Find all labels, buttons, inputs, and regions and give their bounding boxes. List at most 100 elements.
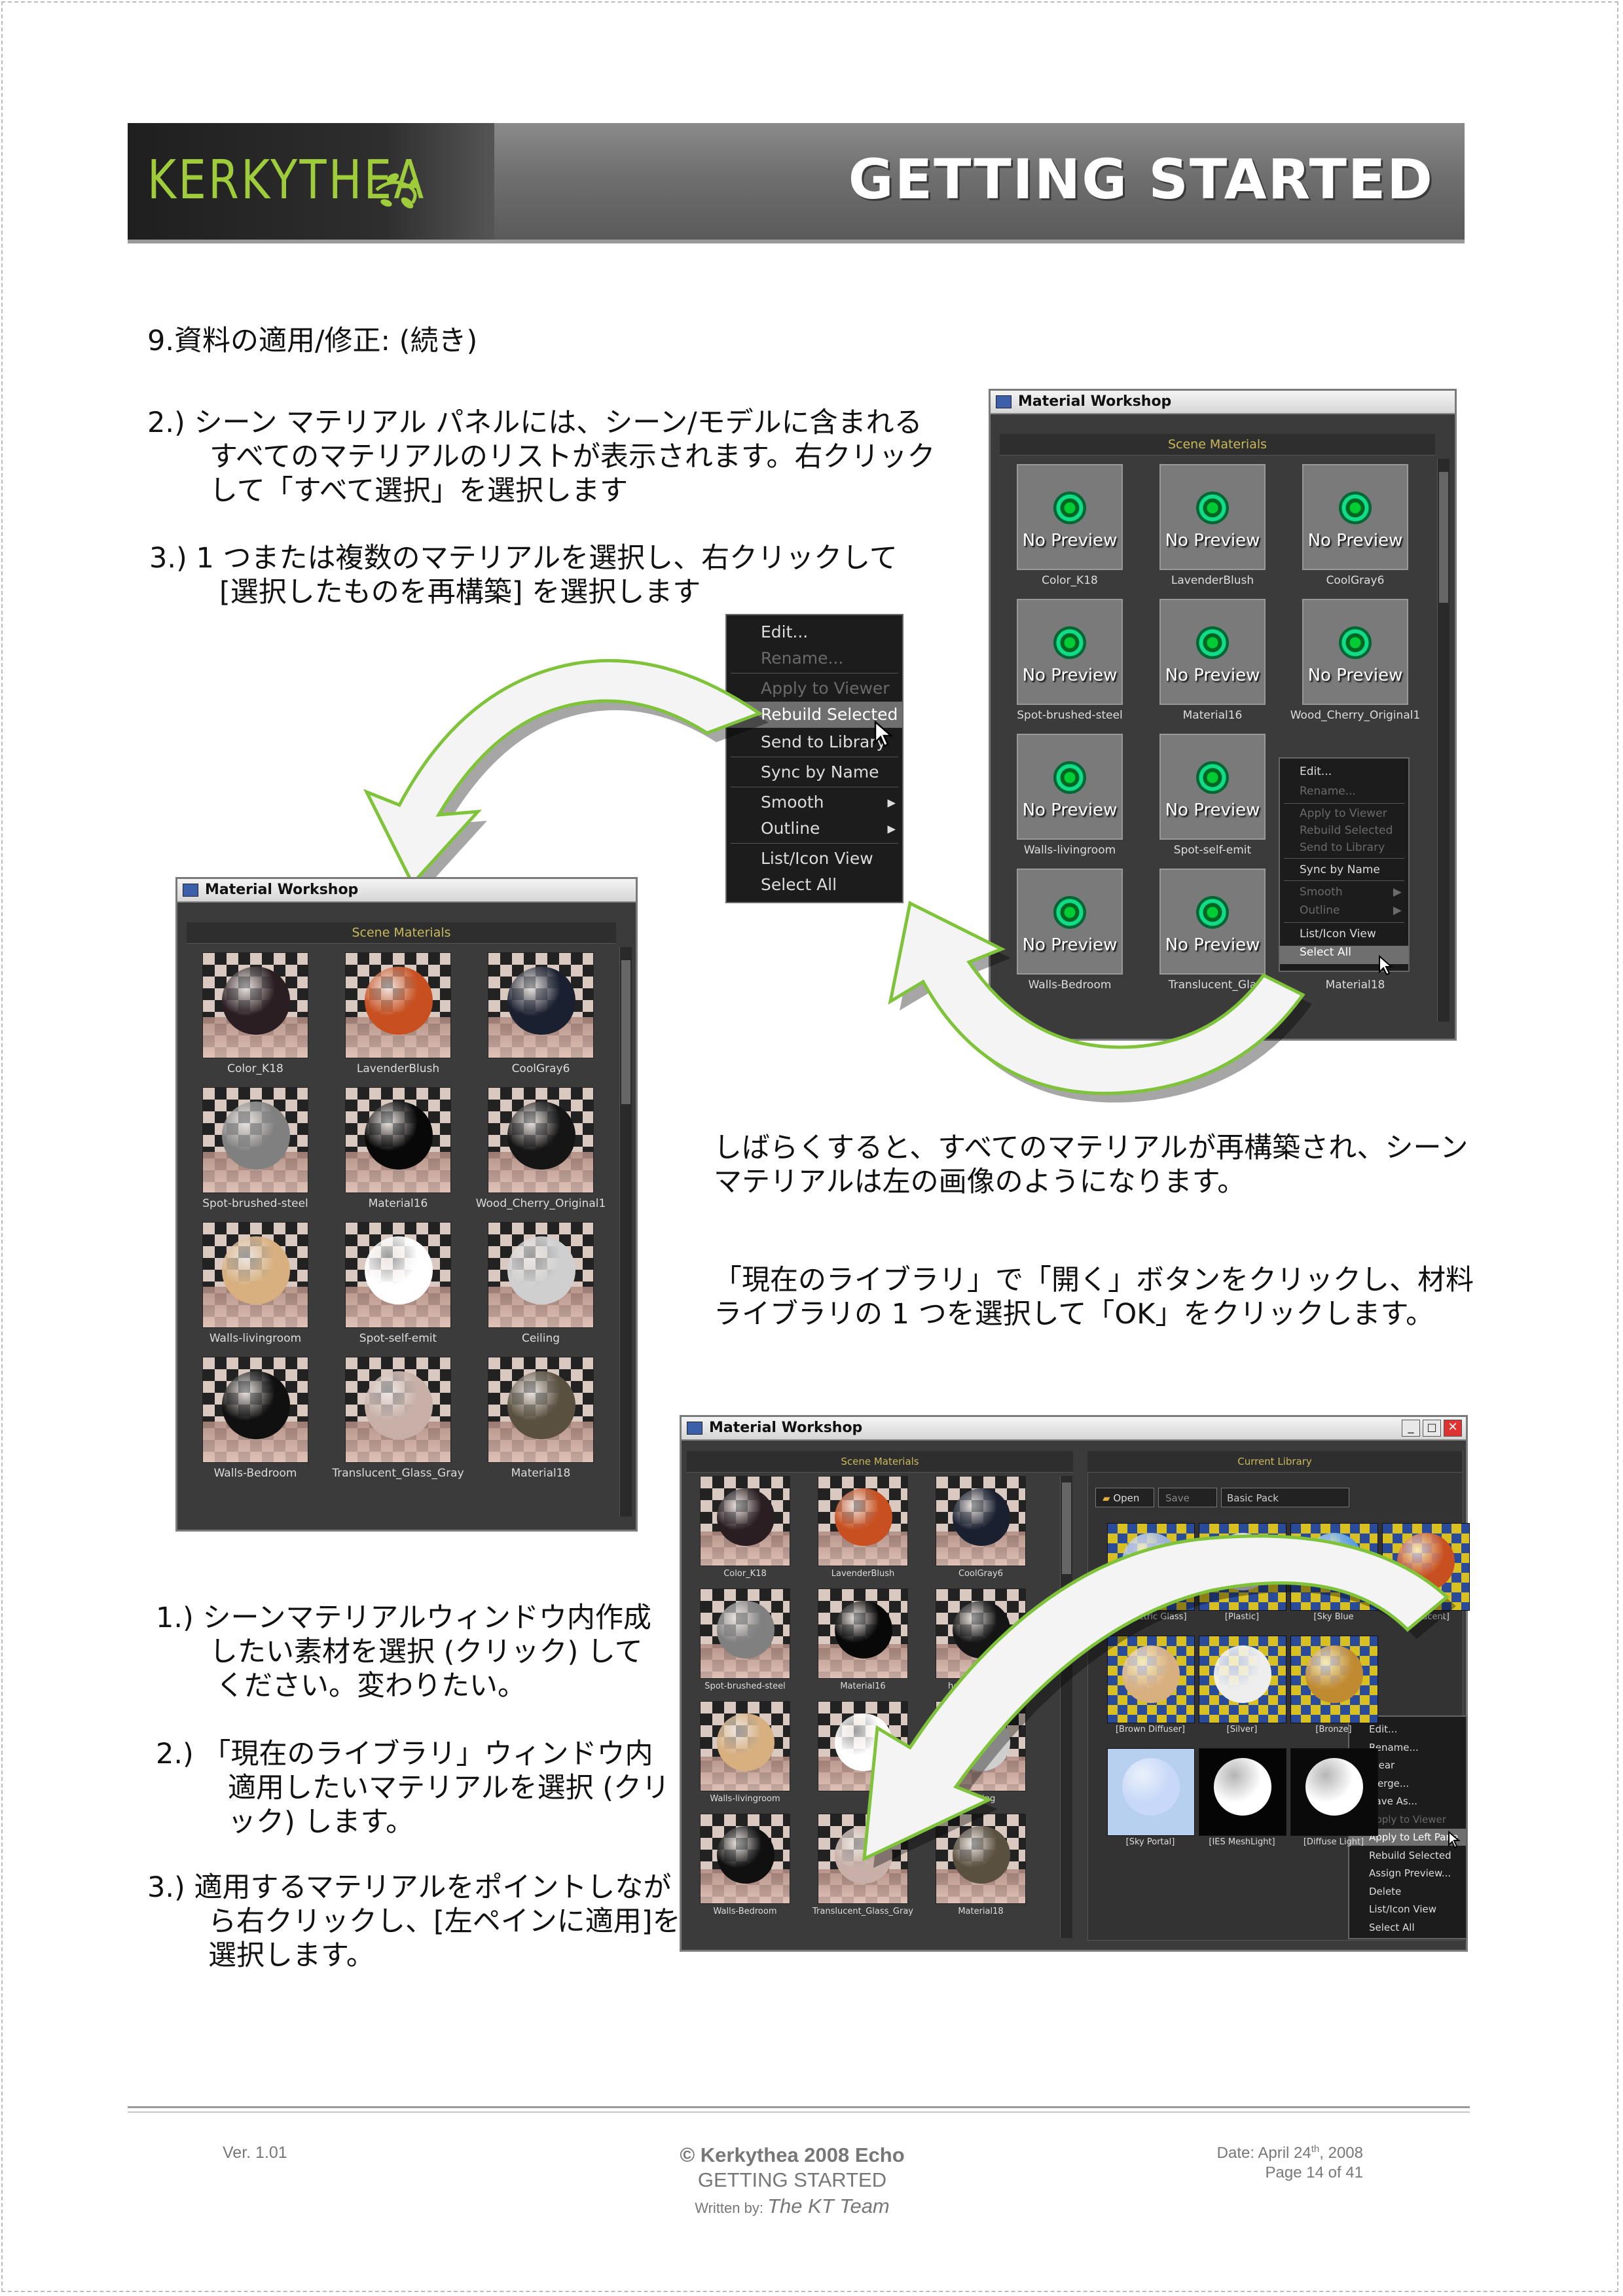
curved-arrow-bottom [888,901,1312,1103]
menu-item-assign-preview[interactable]: Assign Preview... [1369,1867,1451,1879]
scrollbar[interactable] [1437,459,1450,1022]
step2-top-line2: すべてのマテリアルのリストが表示されます。右クリック [210,440,936,473]
material-thumb[interactable] [345,1222,451,1328]
window-title-bar: Material Workshop [177,879,636,903]
material-sphere [1305,1645,1363,1703]
material-label: Spot-self-emit [359,1332,437,1345]
menu-item-send-library[interactable]: Send to Library [761,732,886,751]
menu-item-outline[interactable]: Outline▶ [1300,904,1402,917]
open-button[interactable]: ▰ Open [1095,1488,1154,1507]
material-thumb[interactable] [936,1476,1026,1566]
menu-item-apply-viewer[interactable]: Apply to Viewer [1300,807,1387,820]
library-name-field[interactable]: Basic Pack [1221,1488,1349,1507]
menu-item-rename[interactable]: Rename... [761,649,844,668]
minimize-button[interactable]: _ [1402,1420,1420,1437]
menu-item-send-library[interactable]: Send to Library [1300,841,1385,854]
material-thumb[interactable] [700,1588,790,1679]
material-thumb[interactable]: No Preview [1159,869,1266,975]
menu-item-rebuild-selected[interactable]: Rebuild Selected [1369,1849,1451,1861]
mouse-cursor-icon [1448,1831,1461,1849]
material-thumb[interactable]: No Preview [1017,464,1123,570]
library-material-thumb[interactable] [1290,1748,1378,1836]
scrollbar[interactable] [619,947,632,1516]
menu-item-edit[interactable]: Edit... [1369,1723,1398,1735]
material-label: Walls-livingroom [209,1332,302,1345]
save-button[interactable]: Save [1158,1488,1217,1507]
material-thumb[interactable] [936,1814,1026,1904]
menu-item-edit[interactable]: Edit... [1300,765,1332,778]
library-material-label: [Plastic] [1224,1612,1260,1622]
material-thumb[interactable]: No Preview [1017,734,1123,840]
material-thumb[interactable]: No Preview [1159,599,1266,705]
material-thumb[interactable]: No Preview [1017,599,1123,705]
material-thumb[interactable] [202,1087,308,1193]
menu-item-apply-to-viewer[interactable]: Apply to Viewer [1369,1813,1446,1825]
material-thumb[interactable] [202,1222,308,1328]
menu-item-sync[interactable]: Sync by Name [761,762,879,781]
menu-item-apply-viewer[interactable]: Apply to Viewer [761,679,890,698]
material-thumb[interactable] [488,1357,594,1463]
material-label: Wood_Cherry_Original1 [475,1197,606,1210]
scene-materials-header: Scene Materials [1000,434,1435,456]
material-thumb[interactable] [818,1476,908,1566]
menu-item-select-all[interactable]: Select All [761,875,837,894]
material-thumb[interactable]: No Preview [1302,464,1408,570]
material-thumb[interactable] [700,1701,790,1791]
library-material-thumb[interactable] [1290,1636,1378,1723]
footer-page: Page 14 of 41 [1265,2164,1363,2181]
material-thumb[interactable]: No Preview [1159,734,1266,840]
leaf-icon [375,173,418,209]
material-thumb[interactable] [818,1588,908,1679]
menu-item-edit[interactable]: Edit... [761,622,809,641]
material-sphere [365,1236,433,1304]
submenu-arrow-icon: ▸ [887,819,896,838]
menu-item-list-icon-view[interactable]: List/Icon View [761,849,873,868]
mouse-cursor-icon [874,720,893,747]
material-thumb[interactable] [345,952,451,1058]
menu-item-outline[interactable]: Outline▸ [727,816,902,842]
material-thumb[interactable]: No Preview [1302,599,1408,705]
menu-item-rename[interactable]: Rename... [1369,1741,1419,1753]
material-sphere [507,1236,575,1304]
open-library-line1: 「現在のライブラリ」で「開く」ボタンをクリックし、材料 [714,1264,1474,1297]
material-workshop-window-left: Material Workshop Scene Materials Color_… [175,877,638,1532]
material-thumb[interactable]: No Preview [1159,464,1266,570]
menu-item-smooth[interactable]: Smooth▸ [727,789,902,816]
material-label: CoolGray6 [1326,574,1385,587]
menu-item-rebuild[interactable]: Rebuild Selected [1300,824,1393,837]
library-material-thumb[interactable] [1107,1748,1195,1836]
menu-item-apply-to-left-pane[interactable]: Apply to Left Pane [1349,1829,1466,1846]
material-thumb[interactable] [345,1087,451,1193]
menu-item-list-icon-view[interactable]: List/Icon View [1369,1903,1436,1915]
material-sphere [365,1102,433,1170]
close-button[interactable]: ✕ [1444,1420,1462,1437]
library-material-thumb[interactable] [1199,1636,1286,1723]
menu-item-rename[interactable]: Rename... [1300,785,1356,798]
menu-item-smooth[interactable]: Smooth▶ [1300,886,1402,899]
library-material-thumb[interactable] [1107,1636,1195,1723]
material-thumb[interactable]: No Preview [1017,869,1123,975]
material-label: Material16 [1182,709,1243,722]
material-thumb[interactable] [202,1357,308,1463]
menu-item-select-all[interactable]: Select All [1369,1921,1415,1933]
material-sphere [365,967,433,1035]
library-material-label: [Sky Portal] [1125,1837,1175,1847]
material-thumb[interactable] [488,1222,594,1328]
material-thumb[interactable] [488,952,594,1058]
maximize-button[interactable]: □ [1423,1420,1441,1437]
material-label: Ceiling [521,1332,560,1345]
material-thumb[interactable] [488,1087,594,1193]
menu-item-merge[interactable]: Merge... [1369,1777,1410,1789]
menu-item-sync[interactable]: Sync by Name [1300,863,1380,876]
menu-item-list-icon-view[interactable]: List/Icon View [1300,927,1376,941]
material-thumb[interactable] [700,1814,790,1904]
window-title-bar: Material Workshop [682,1417,1466,1441]
step2-top-line3: して「すべて選択」を選択します [210,475,628,507]
material-thumb[interactable] [700,1476,790,1566]
material-thumb[interactable] [345,1357,451,1463]
menu-item-delete[interactable]: Delete [1369,1885,1402,1897]
menu-item-save-as[interactable]: Save As... [1369,1795,1417,1807]
menu-item-select-all[interactable]: Select All [1280,946,1408,964]
library-material-thumb[interactable] [1199,1748,1286,1836]
material-thumb[interactable] [202,952,308,1058]
